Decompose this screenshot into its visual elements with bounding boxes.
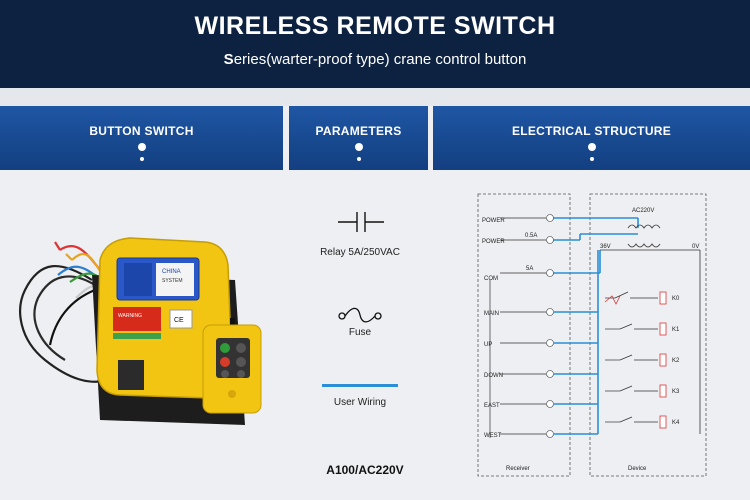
page-subtitle: Series(warter-proof type) crane control … [223, 51, 527, 68]
voltage-36v: 36V [600, 244, 611, 250]
tab-parameters[interactable]: PARAMETERS [289, 106, 428, 170]
user-wiring-line [322, 384, 398, 387]
coil-label: K1 [672, 327, 680, 333]
page-title: WIRELESS REMOTE SWITCH [194, 12, 556, 40]
svg-text:CE: CE [174, 317, 184, 324]
wiring-diagram: POWER POWER COM MAIN UP DOWN EAST WEST 0… [477, 193, 707, 477]
coil-label: K4 [672, 420, 680, 426]
power-wires [552, 217, 639, 435]
tab-label: BUTTON SWITCH [89, 124, 194, 138]
relay-icon [338, 212, 384, 232]
tab-label: ELECTRICAL STRUCTURE [511, 124, 672, 138]
coil-label: K3 [672, 389, 680, 395]
input-label: EAST [484, 403, 500, 409]
voltage-0v: 0V [692, 244, 699, 250]
receiver-unit: CHINA SYSTEM WARNING CE [96, 237, 233, 399]
relay-label: Relay 5A/250VAC [320, 247, 400, 258]
tab-electrical-structure[interactable]: ELECTRICAL STRUCTURE [433, 106, 750, 170]
dot-icon [139, 157, 144, 161]
input-label: POWER [482, 218, 505, 224]
relay-coils [659, 291, 667, 429]
cable-bundle [19, 241, 111, 383]
header-banner: WIRELESS REMOTE SWITCH Series(warter-pro… [0, 0, 750, 88]
switch-contacts [605, 291, 658, 423]
input-label: WEST [484, 433, 502, 439]
dot-icon [354, 143, 363, 151]
input-label: MAIN [484, 311, 499, 317]
dot-icon [137, 143, 146, 151]
voltage-label: A100/AC220V [326, 463, 404, 477]
dot-icon [356, 157, 361, 161]
receiver-box [477, 193, 571, 477]
device-label: Device [628, 466, 647, 472]
coil-label: K2 [672, 358, 680, 364]
com-fuse-rating: 5A [526, 266, 533, 272]
device-box [589, 193, 707, 477]
input-label: POWER [482, 239, 505, 245]
model-label: SYSTEM [162, 278, 183, 284]
contact-lines [489, 217, 546, 438]
dot-icon [589, 157, 594, 161]
transformer-secondary [627, 243, 661, 248]
input-label: COM [484, 276, 498, 282]
receiver-label: Receiver [506, 466, 530, 472]
product-image: CHINA SYSTEM WARNING CE [19, 237, 262, 425]
wiring-label: User Wiring [333, 397, 387, 408]
tab-button-switch[interactable]: BUTTON SWITCH [0, 106, 283, 170]
transformer-primary [627, 224, 661, 229]
fuse-icon [338, 307, 382, 323]
fuse-rating: 0.5A [525, 233, 537, 239]
tab-label: PARAMETERS [315, 124, 402, 138]
input-label: DOWN [484, 373, 503, 379]
brand-label: CHINA [162, 269, 181, 275]
fuse-label: Fuse [348, 327, 372, 338]
dot-icon [587, 143, 596, 151]
divider-band [0, 88, 750, 106]
supply-label: AC220V [632, 208, 654, 214]
transmitter-unit [202, 318, 262, 414]
input-label: UP [484, 342, 492, 348]
coil-label: K0 [672, 296, 680, 302]
terminals [546, 214, 554, 438]
warning-label: WARNING [118, 313, 142, 319]
